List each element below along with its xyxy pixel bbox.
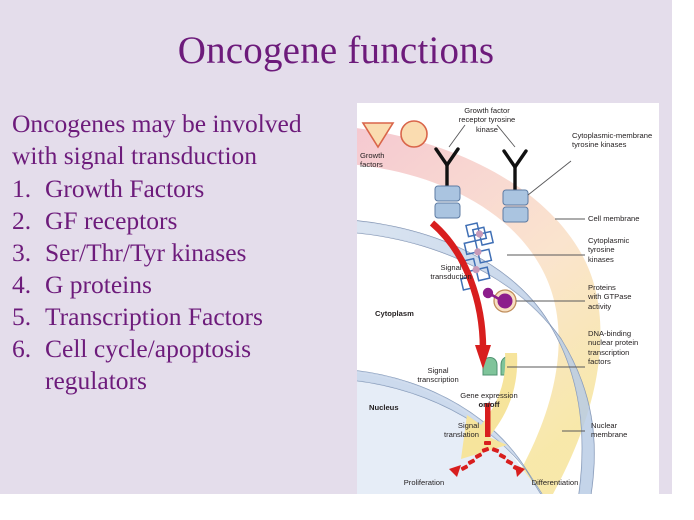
list-item-label: Transcription Factors [45, 302, 263, 331]
receptor-transmembrane-block-1a [434, 185, 461, 202]
label-cytoplasm: Cytoplasm [375, 309, 414, 318]
label-gtpase-proteins: Proteins with GTPase activity [588, 283, 632, 311]
slide-body-text: Oncogenes may be involved with signal tr… [12, 108, 352, 397]
receptor-transmembrane-block-2b [502, 206, 529, 223]
cytoplasmic-tyrosine-kinase-cluster [459, 222, 495, 291]
signal-transduction-arrow [429, 220, 491, 369]
list-item-label: G proteins [45, 270, 152, 299]
list-item-label: Cell cycle/apoptosis regulators [45, 334, 252, 395]
list-item-number: 3. [12, 238, 32, 267]
label-gf-receptor-tyrosine-kinase: Growth factor receptor tyrosine kinase [458, 106, 516, 134]
growth-factor-circle-icon [400, 120, 428, 148]
gf-receptor-tyrosine-kinase-2 [502, 149, 528, 193]
receptor-transmembrane-block-1b [434, 202, 461, 219]
label-cytoplasmic-membrane-tyrosine-kinases: Cytoplasmic-membrane tyrosine kinases [572, 131, 653, 150]
list-item-label: Ser/Thr/Tyr kinases [45, 238, 247, 267]
label-differentiation: Differentiation [531, 478, 579, 487]
list-item: 4. G proteins [12, 269, 352, 301]
label-nuclear-membrane: Nuclear membrane [591, 421, 628, 440]
intro-paragraph: Oncogenes may be involved with signal tr… [12, 109, 302, 170]
list-item-number: 5. [12, 302, 32, 331]
label-nucleus: Nucleus [369, 403, 399, 412]
label-cytoplasmic-tyrosine-kinases: Cytoplasmic tyrosine kinases [588, 236, 630, 264]
label-proliferation: Proliferation [403, 478, 445, 487]
transcription-arrow-body [461, 353, 518, 459]
list-item-number: 4. [12, 270, 32, 299]
list-item-label: GF receptors [45, 206, 178, 235]
signal-band [357, 128, 601, 494]
label-cell-membrane: Cell membrane [588, 214, 640, 223]
label-growth-factors: Growth factors [360, 151, 385, 170]
list-item-number: 1. [12, 174, 32, 203]
nuclear-membrane-band [357, 370, 542, 494]
leader-lines [448, 124, 585, 432]
list-item: 6. Cell cycle/apoptosis regulators [12, 333, 352, 397]
list-item: 1. Growth Factors [12, 173, 352, 205]
page-title: Oncogene functions [177, 29, 495, 72]
list-item: 2. GF receptors [12, 205, 352, 237]
oncogene-function-list: 1. Growth Factors 2. GF receptors 3. Ser… [12, 173, 352, 397]
list-item: 5. Transcription Factors [12, 301, 352, 333]
list-item-number: 6. [12, 334, 32, 363]
growth-factor-triangle-icon [361, 122, 395, 149]
label-signal-translation: Signal translation [443, 421, 479, 440]
list-item: 3. Ser/Thr/Tyr kinases [12, 237, 352, 269]
receptor-transmembrane-block-2a [502, 189, 529, 206]
gtpase-protein [482, 287, 517, 313]
label-gene-expression: Gene expression [460, 391, 518, 400]
label-dna-binding-transcription-factors: DNA-binding nuclear protein transcriptio… [588, 329, 639, 367]
label-gene-expression-state: on/off [478, 400, 500, 409]
nucleus-fill [357, 372, 541, 494]
list-item-number: 2. [12, 206, 32, 235]
signal-transduction-diagram: Growth factor receptor tyrosine kinase G… [357, 103, 659, 494]
list-item-label: Growth Factors [45, 174, 205, 203]
label-signal-transduction: Signal transduction [430, 263, 472, 282]
gf-receptor-tyrosine-kinase-1 [434, 147, 460, 189]
label-signal-transcription: Signal transcription [417, 366, 459, 385]
diagram-graphic [357, 103, 659, 494]
gene-translation-arrows [449, 403, 525, 477]
